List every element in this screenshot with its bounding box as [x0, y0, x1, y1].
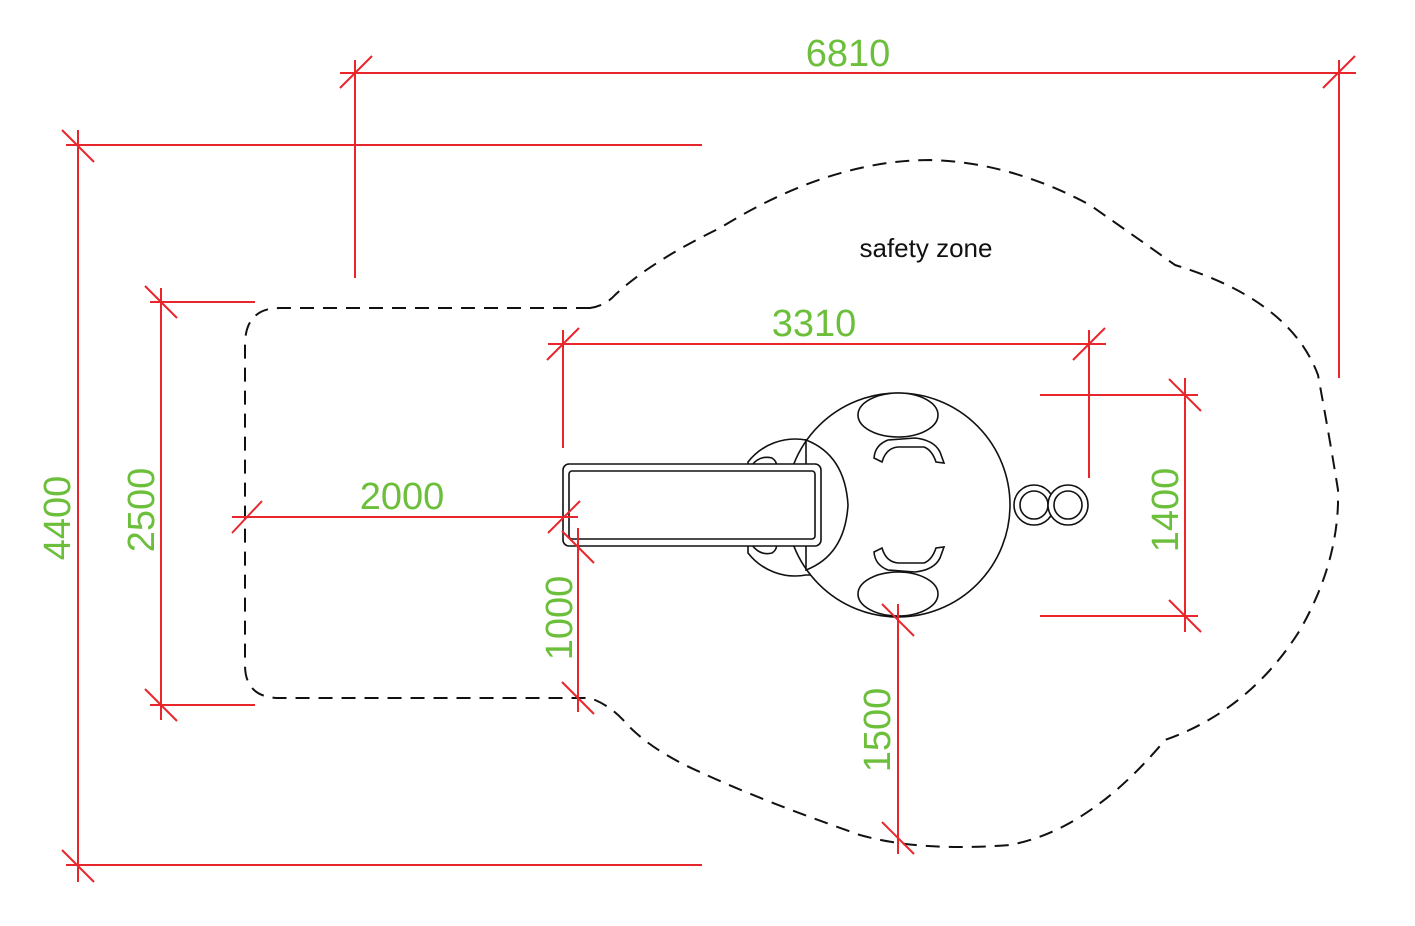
- play-equipment: [562, 392, 1089, 618]
- handle-top: [873, 437, 946, 464]
- dimension-zone-left-offset-text: 2000: [360, 476, 445, 518]
- dimension-equipment-length-text: 3310: [772, 303, 857, 345]
- slide-bed: [568, 470, 816, 540]
- handle-bottom: [873, 546, 946, 573]
- dimension-overall-width-text: 6810: [806, 33, 891, 75]
- dimension-zone-left-offset: 2000: [231, 476, 581, 534]
- dimension-equipment-width: 1400: [1040, 378, 1202, 633]
- safety-zone-label: safety zone: [860, 233, 993, 263]
- seat-top: [857, 392, 939, 438]
- dimension-overall-width: 6810: [339, 33, 1356, 378]
- dimension-bottom-clearance-text: 1500: [857, 688, 899, 773]
- dimension-overall-height-text: 4400: [37, 476, 79, 561]
- dimension-equipment-length: 3310: [546, 303, 1106, 478]
- dimension-zone-left-height-text: 2500: [121, 468, 163, 553]
- ring-right-inner: [1053, 490, 1083, 520]
- dimension-bottom-clearance: 1500: [857, 603, 915, 855]
- dimension-platform-offset-text: 1000: [539, 576, 581, 661]
- slide: [562, 463, 822, 547]
- safety-zone-outline: [244, 158, 1340, 849]
- dimension-platform-offset: 1000: [539, 528, 595, 715]
- dimension-equipment-width-text: 1400: [1145, 468, 1187, 553]
- dimension-overall-height: 4400: [37, 129, 702, 883]
- dimension-zone-left-height: 2500: [121, 285, 255, 722]
